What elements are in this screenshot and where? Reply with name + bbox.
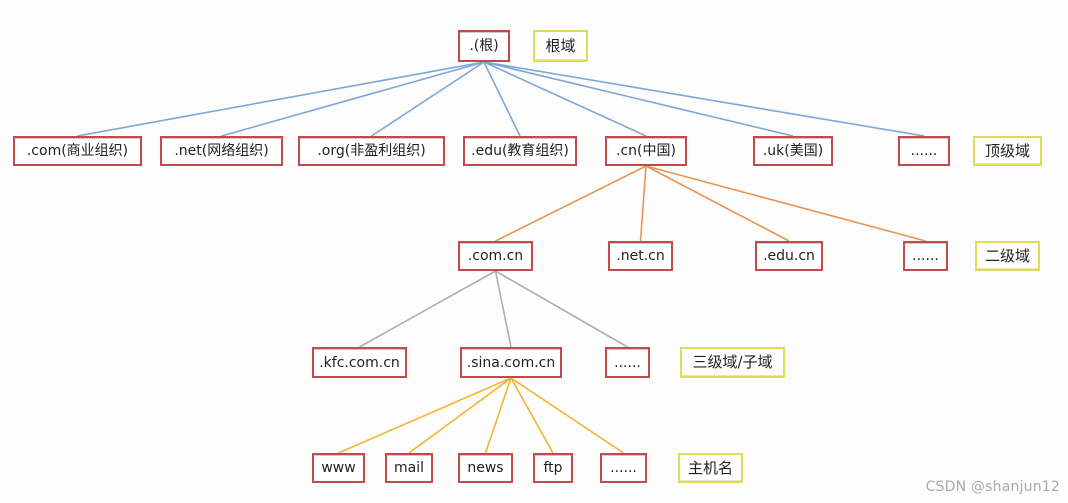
tree-node-host-more: ...... bbox=[600, 453, 647, 483]
edge-sina-news bbox=[484, 377, 512, 454]
tree-node-net-cn: .net.cn bbox=[608, 241, 673, 271]
edge-root-com bbox=[77, 61, 485, 137]
level-label-tld-label: 顶级域 bbox=[973, 136, 1042, 166]
edge-com-cn-sina bbox=[494, 270, 512, 348]
tree-node-edu-cn: .edu.cn bbox=[755, 241, 823, 271]
tree-node-sld-more: ...... bbox=[903, 241, 948, 271]
edge-sina-mail bbox=[408, 377, 512, 454]
tree-node-net: .net(网络组织) bbox=[160, 136, 283, 166]
edge-root-tld-more bbox=[483, 61, 925, 137]
edge-cn-sld-more bbox=[645, 165, 926, 242]
edge-cn-com-cn bbox=[495, 165, 647, 242]
edge-cn-edu-cn bbox=[645, 165, 790, 242]
level-label-sld-label: 二级域 bbox=[975, 241, 1040, 271]
edge-root-cn bbox=[483, 61, 647, 137]
edge-cn-net-cn bbox=[639, 165, 647, 242]
edge-root-uk bbox=[483, 61, 794, 137]
edge-sina-www bbox=[338, 377, 512, 454]
tree-node-kfc: .kfc.com.cn bbox=[312, 347, 407, 378]
tree-node-com: .com(商业组织) bbox=[13, 136, 142, 166]
tree-node-tld-more: ...... bbox=[898, 136, 950, 166]
tree-node-root: .(根) bbox=[458, 30, 510, 62]
edge-com-cn-kfc bbox=[359, 270, 496, 348]
edge-root-org bbox=[371, 61, 485, 137]
tree-node-edu: .edu(教育组织) bbox=[463, 136, 577, 166]
tree-node-uk: .uk(美国) bbox=[753, 136, 833, 166]
edge-root-net bbox=[221, 61, 485, 137]
tree-node-news: news bbox=[458, 453, 513, 483]
edge-com-cn-third-more bbox=[495, 270, 628, 348]
edge-sina-host-more bbox=[510, 377, 624, 454]
tree-node-mail: mail bbox=[385, 453, 433, 483]
tree-node-org: .org(非盈利组织) bbox=[298, 136, 445, 166]
edge-sina-ftp bbox=[510, 377, 554, 454]
level-label-third-label: 三级域/子域 bbox=[680, 347, 785, 378]
tree-node-ftp: ftp bbox=[533, 453, 573, 483]
tree-node-cn: .cn(中国) bbox=[605, 136, 687, 166]
tree-node-www: www bbox=[312, 453, 365, 483]
edge-root-edu bbox=[483, 61, 521, 137]
watermark: CSDN @shanjun12 bbox=[925, 479, 1060, 495]
level-label-host-label: 主机名 bbox=[678, 453, 743, 483]
level-label-root-label: 根域 bbox=[533, 30, 588, 62]
tree-node-com-cn: .com.cn bbox=[458, 241, 533, 271]
tree-node-third-more: ...... bbox=[605, 347, 650, 378]
tree-node-sina: .sina.com.cn bbox=[460, 347, 562, 378]
